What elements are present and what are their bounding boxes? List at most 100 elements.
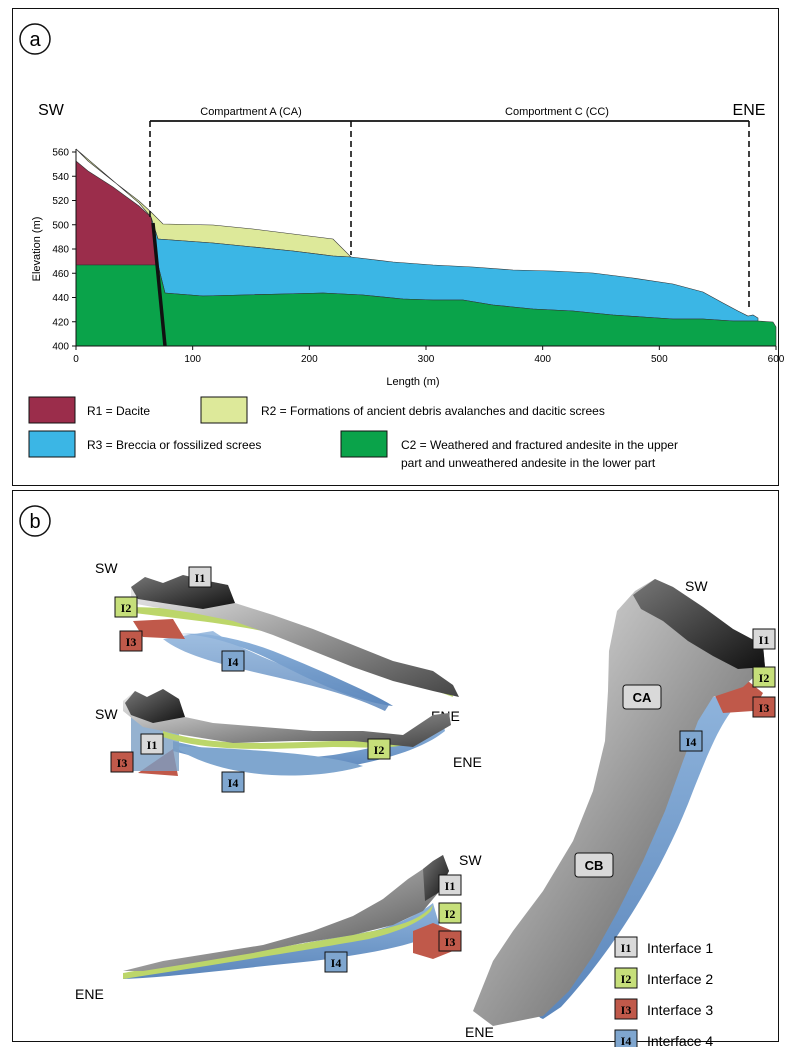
terrain-dark-ridge xyxy=(125,689,185,723)
layer-c2 xyxy=(75,264,777,347)
terrain-dark-ridge xyxy=(423,855,449,901)
panel-b: b SW ENE I1 I2 I3 I4 SW ENE xyxy=(12,490,779,1047)
y-tick-label: 480 xyxy=(52,245,69,256)
y-tick-label: 420 xyxy=(52,317,69,328)
view4-badge-ca: CA xyxy=(622,684,662,710)
interface-3-surface xyxy=(133,619,185,639)
svg-text:CA: CA xyxy=(633,690,652,705)
layer-r1 xyxy=(75,160,159,266)
panel-letter-circle xyxy=(19,505,51,537)
view4-badge-i3: I3 xyxy=(752,696,776,718)
svg-text:I2: I2 xyxy=(374,743,385,757)
view2-badge-i1: I1 xyxy=(140,733,164,755)
terrain-view-3: SW ENE I1 I2 I3 I4 xyxy=(75,852,482,1002)
svg-text:I4: I4 xyxy=(228,776,239,790)
view4-badge-i2: I2 xyxy=(752,666,776,688)
view4-badge-i1: I1 xyxy=(752,628,776,650)
legend-interface-2: I2 Interface 2 xyxy=(614,967,713,989)
terrain-surface xyxy=(123,855,449,971)
y-tick-label: 460 xyxy=(52,269,69,280)
svg-text:I1: I1 xyxy=(621,941,632,955)
svg-text:I4: I4 xyxy=(331,956,342,970)
panel-letter-circle xyxy=(19,23,51,55)
view2-sw: SW xyxy=(95,706,118,722)
panel-letter: b xyxy=(29,511,40,533)
svg-text:I2: I2 xyxy=(121,601,132,615)
svg-text:I3: I3 xyxy=(759,701,770,715)
view4-badge-cb: CB xyxy=(574,852,614,878)
x-tick-label: 100 xyxy=(184,354,201,365)
svg-text:Interface 4: Interface 4 xyxy=(647,1033,713,1047)
svg-text:Interface 3: Interface 3 xyxy=(647,1002,713,1018)
svg-text:I1: I1 xyxy=(147,738,158,752)
svg-text:I4: I4 xyxy=(228,655,239,669)
view2-ene: ENE xyxy=(453,754,482,770)
svg-text:I1: I1 xyxy=(759,633,770,647)
view2-badge-i3: I3 xyxy=(110,751,134,773)
svg-text:I1: I1 xyxy=(445,879,456,893)
legend-swatch-c2 xyxy=(340,430,388,458)
view1-badge-i2: I2 xyxy=(114,596,138,618)
y-axis-label: Elevation (m) xyxy=(31,217,43,282)
legend-r2: R2 = Formations of ancient debris avalan… xyxy=(261,404,605,418)
interface-4-body xyxy=(173,746,363,776)
legend-r1: R1 = Dacite xyxy=(87,404,150,418)
view2-badge-i4: I4 xyxy=(221,771,245,793)
view1-badge-i1: I1 xyxy=(188,566,212,588)
svg-text:I3: I3 xyxy=(117,756,128,770)
view1-badge-i3: I3 xyxy=(119,630,143,652)
terrain-views: b SW ENE I1 I2 I3 I4 SW ENE xyxy=(19,505,776,1047)
view4-ene: ENE xyxy=(465,1024,494,1040)
terrain-dark-ridge xyxy=(633,579,765,669)
view3-badge-i2: I2 xyxy=(438,902,462,924)
view1-badge-i4: I4 xyxy=(221,650,245,672)
terrain-view-4: SW ENE CA CB I1 I2 I3 I4 xyxy=(465,578,776,1040)
svg-text:Interface 2: Interface 2 xyxy=(647,971,713,987)
y-tick-label: 560 xyxy=(52,148,69,159)
x-tick-label: 400 xyxy=(534,354,551,365)
svg-text:CB: CB xyxy=(585,858,604,873)
svg-text:I3: I3 xyxy=(445,935,456,949)
fault-line xyxy=(151,222,167,347)
compartment-c-label: Comportment C (CC) xyxy=(505,106,609,118)
svg-text:I2: I2 xyxy=(759,671,770,685)
svg-text:I2: I2 xyxy=(445,907,456,921)
x-tick-label: 300 xyxy=(418,354,435,365)
sw-label: SW xyxy=(38,102,65,119)
x-tick-label: 500 xyxy=(651,354,668,365)
y-tick-label: 520 xyxy=(52,196,69,207)
ene-label: ENE xyxy=(733,102,766,119)
terrain-surface xyxy=(123,689,451,747)
x-tick-label: 0 xyxy=(73,354,79,365)
compartment-a-label: Compartment A (CA) xyxy=(200,106,301,118)
panel-letter: a xyxy=(29,29,41,51)
svg-text:Interface 1: Interface 1 xyxy=(647,940,713,956)
view3-badge-i1: I1 xyxy=(438,874,462,896)
view3-ene: ENE xyxy=(75,986,104,1002)
legend-c2-line1: C2 = Weathered and fractured andesite in… xyxy=(401,438,678,452)
svg-text:I1: I1 xyxy=(195,571,206,585)
panel-a: a Compartment A (CA) Comportment C (CC) … xyxy=(12,8,785,486)
x-axis-label: Length (m) xyxy=(386,376,439,388)
svg-text:I3: I3 xyxy=(126,635,137,649)
view4-sw: SW xyxy=(685,578,708,594)
interface-4-body xyxy=(163,631,389,711)
view2-badge-i2: I2 xyxy=(367,738,391,760)
y-tick-label: 540 xyxy=(52,172,69,183)
terrain-surface xyxy=(473,579,765,1026)
cross-section-chart: a Compartment A (CA) Comportment C (CC) … xyxy=(19,23,785,470)
view3-badge-i3: I3 xyxy=(438,930,462,952)
view4-badge-i4: I4 xyxy=(679,730,703,752)
terrain-view-2: SW ENE I1 I2 I3 I4 xyxy=(95,689,482,793)
y-ticks: 400 420 440 460 480 500 520 540 560 xyxy=(52,148,76,353)
y-tick-label: 500 xyxy=(52,220,69,231)
view3-badge-i4: I4 xyxy=(324,951,348,973)
y-tick-label: 440 xyxy=(52,293,69,304)
svg-text:I2: I2 xyxy=(621,972,632,986)
svg-text:I4: I4 xyxy=(621,1034,632,1047)
legend-swatch-r2 xyxy=(200,396,248,424)
y-tick-label: 400 xyxy=(52,342,69,353)
